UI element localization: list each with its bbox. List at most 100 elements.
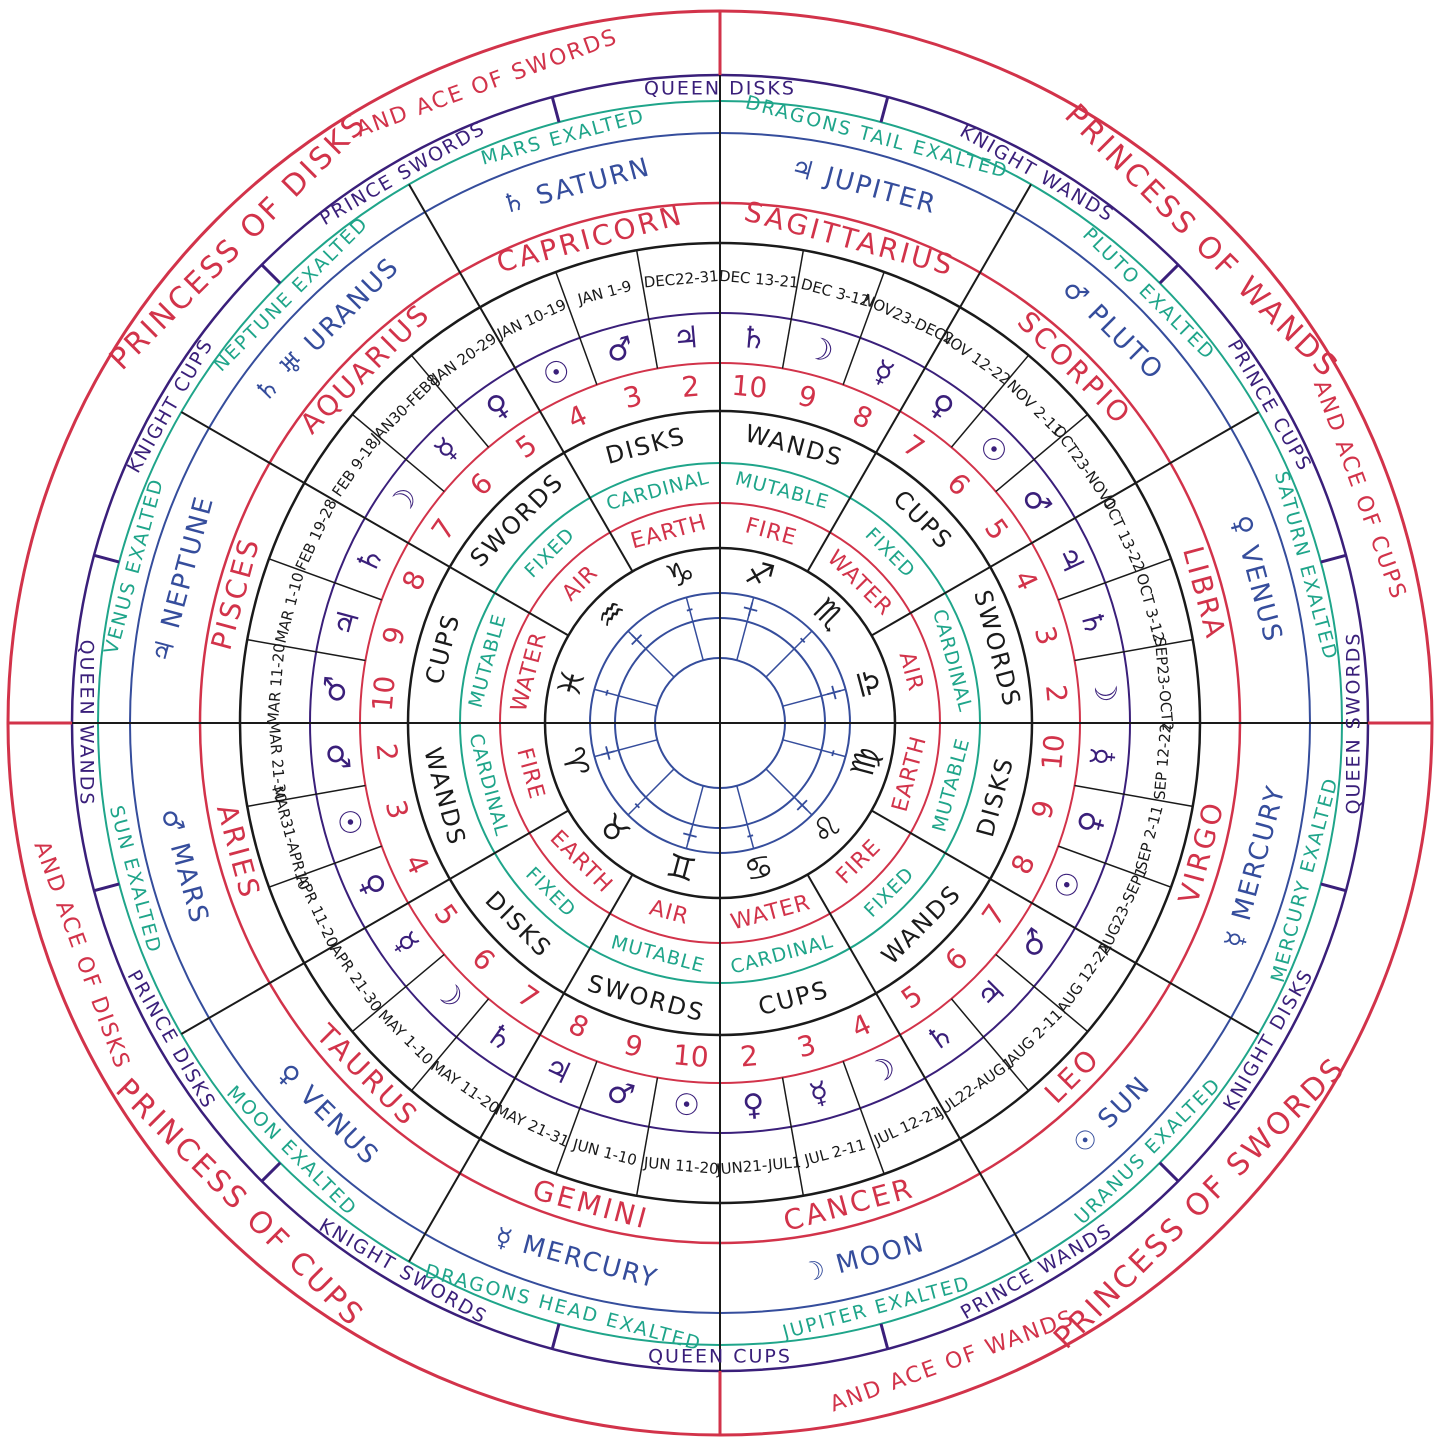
quality-label: CARDINAL <box>604 466 712 515</box>
court-divider <box>260 263 282 285</box>
court-card-label: QUEEN WANDS <box>76 640 98 807</box>
zodiac-glyph-icon: ♈ <box>553 743 597 781</box>
quality-label: FIXED <box>860 863 919 922</box>
decan-divider <box>635 250 659 369</box>
decan-divider <box>950 998 1030 1092</box>
polarity-label: - <box>626 794 649 817</box>
decan-date-label: SEP 2-11 <box>1132 803 1167 872</box>
decan-planet-label: ♄ <box>919 1016 961 1060</box>
decan-divider <box>247 784 366 808</box>
polarity-label: + <box>593 741 622 765</box>
decan-date-label: MAR 1-10 <box>272 570 308 645</box>
decan-date-label: JAN 10-19 <box>493 295 569 343</box>
decan-number-label: 3 <box>1028 623 1064 649</box>
decan-date-label: APR 11-20 <box>292 872 341 950</box>
decan-planet-label: ☿ <box>386 926 425 961</box>
decan-date-label: DEC 13-21 <box>718 267 799 292</box>
polarity-divider <box>765 768 813 816</box>
decan-planet-label: ♂ <box>603 1074 638 1115</box>
decan-date-label: DEC 3-12 <box>799 275 872 311</box>
polarity-divider <box>594 739 658 758</box>
decan-divider <box>995 953 1089 1033</box>
decan-date-label: AUG 2-11 <box>1003 1006 1066 1069</box>
decan-divider <box>635 1077 659 1196</box>
zodiac-glyph-icon: ♊ <box>662 846 700 890</box>
decan-divider <box>842 1061 885 1175</box>
court-divider <box>1320 553 1347 564</box>
element-label: FIRE <box>743 513 800 551</box>
decan-number-label: 10 <box>366 674 402 712</box>
decan-planet-label: ☿ <box>867 353 898 393</box>
decan-number-label: 4 <box>1007 565 1044 595</box>
decan-divider <box>1058 845 1172 888</box>
quality-label: MUTABLE <box>465 612 511 710</box>
polarity-label: + <box>678 821 702 850</box>
decan-planet-label: ☿ <box>806 1075 833 1114</box>
quality-label: CARDINAL <box>464 731 513 839</box>
decan-date-label: AUG23-SEP1 <box>1095 864 1151 958</box>
decan-number-label: 3 <box>379 797 415 823</box>
decan-divider <box>899 306 961 412</box>
ruler-label: ☽ MOON <box>799 1228 929 1290</box>
polarity-label: - <box>819 746 845 760</box>
decan-number-label: 6 <box>939 942 975 978</box>
decan-divider <box>303 482 409 544</box>
quality-label: FIXED <box>521 524 580 583</box>
decan-planet-label: ♂ <box>1014 481 1058 523</box>
decan-number-label: 8 <box>395 565 432 595</box>
suit-label: WANDS <box>742 419 846 472</box>
quality-label: CARDINAL <box>728 930 836 979</box>
decan-divider <box>1031 482 1137 544</box>
decan-date-label: JUL 12-21 <box>870 1102 944 1149</box>
decan-number-label: 7 <box>425 513 462 547</box>
decan-planet-label: ♂ <box>319 742 356 772</box>
zodiac-sign-label: AQUARIUS <box>293 296 437 440</box>
decan-planet-label: ♃ <box>538 1049 577 1092</box>
court-card-label: QUEEN DISKS <box>644 78 796 100</box>
decan-planet-label: ☽ <box>802 330 837 371</box>
decan-number-label: 5 <box>895 978 929 1015</box>
decan-planet-label: ♄ <box>739 320 769 357</box>
zodiac-glyph-icon: ♐ <box>741 552 779 596</box>
decan-planet-label: ☽ <box>382 481 426 523</box>
quality-label: FIXED <box>521 863 580 922</box>
element-label: AIR <box>894 649 928 694</box>
quality-label: MUTABLE <box>928 736 974 834</box>
polarity-divider <box>627 630 675 678</box>
decan-number-label: 2 <box>680 370 701 404</box>
decan-date-label: MAY 1-10 <box>375 1006 437 1068</box>
decan-divider <box>995 413 1089 493</box>
decan-planet-label: ☉ <box>672 1087 702 1124</box>
court-card-label: QUEEN CUPS <box>648 1346 792 1368</box>
decan-number-label: 2 <box>739 1039 760 1073</box>
polarity-divider <box>685 785 704 849</box>
decan-planet-label: ☉ <box>329 805 370 840</box>
decan-planet-label: ♃ <box>671 320 701 357</box>
decan-date-label: JUN 11-20 <box>642 1153 719 1178</box>
polarity-label: - <box>593 686 619 700</box>
decan-date-label: DEC22-31 <box>643 267 719 291</box>
court-divider <box>260 1161 282 1183</box>
decan-divider <box>1074 784 1193 808</box>
decan-date-label: APR 21-30 <box>326 941 386 1015</box>
polarity-label: + <box>819 680 848 704</box>
decan-number-label: 8 <box>564 1007 594 1044</box>
zodiac-glyph-icon: ♍ <box>843 743 887 781</box>
decan-divider <box>268 558 382 601</box>
decan-date-label: SEP 12-22 <box>1151 723 1176 801</box>
decan-divider <box>1031 902 1137 964</box>
decan-planet-label: ♀ <box>480 386 518 427</box>
decan-planet-label: ♂ <box>603 330 638 371</box>
decan-date-label: NOV23-DEC2 <box>860 290 957 348</box>
court-divider <box>550 1323 561 1350</box>
court-divider <box>93 553 120 564</box>
decan-planet-label: ☿ <box>1084 746 1120 767</box>
decan-number-label: 9 <box>376 623 412 649</box>
ring-dividers <box>8 11 1432 1435</box>
quality-label: FIXED <box>861 524 920 583</box>
decan-planet-label: ☽ <box>863 1049 902 1092</box>
decan-planet-label: ☉ <box>971 428 1015 472</box>
court-divider <box>1158 1161 1180 1183</box>
polarity-divider <box>685 597 704 661</box>
